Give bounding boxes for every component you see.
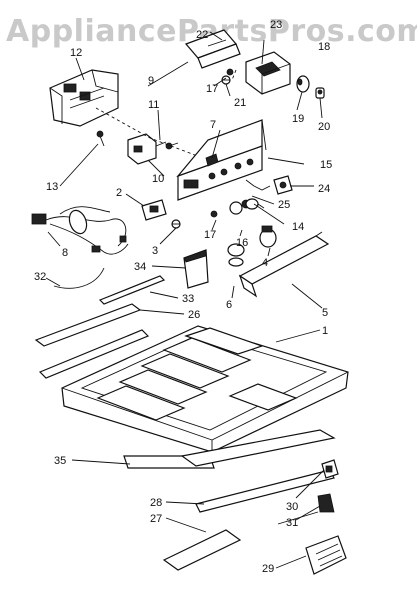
part-15-control-panel (176, 119, 267, 201)
callout-26: 26 (188, 309, 200, 321)
callout-4: 4 (262, 257, 268, 269)
callout-15: 15 (320, 159, 332, 171)
callout-7: 7 (210, 119, 216, 131)
callout-23: 23 (270, 19, 282, 31)
part-4-bulb (259, 225, 277, 248)
callout-11: 11 (148, 99, 159, 111)
callout-3: 3 (152, 245, 158, 257)
callout-13: 13 (46, 181, 58, 193)
callout-25: 25 (278, 199, 290, 211)
frame-slots (96, 327, 298, 421)
part-27-panel (162, 529, 242, 571)
callout-24: 24 (318, 183, 330, 195)
callout-30: 30 (286, 501, 298, 513)
part-17-screw-mid (210, 210, 218, 218)
callout-21: 21 (234, 97, 246, 109)
part-18-switch (245, 51, 291, 95)
part-5-trim-bar (238, 231, 330, 298)
callout-18: 18 (318, 41, 330, 53)
callout-32: 32 (34, 271, 46, 283)
callout-1: 1 (322, 325, 328, 337)
part-10-relay (127, 133, 167, 165)
callout-35: 35 (54, 455, 66, 467)
callout-20: 20 (318, 121, 330, 133)
callout-28: 28 (150, 497, 162, 509)
part-13-screw (96, 130, 105, 147)
callout-17-mid: 17 (204, 229, 216, 241)
part-6-lamp-cover (228, 257, 244, 267)
callout-12: 12 (70, 47, 82, 59)
leader-lines (45, 31, 325, 569)
callout-17-top: 17 (206, 83, 218, 95)
callout-19: 19 (292, 113, 304, 125)
part-31-clip (317, 493, 335, 513)
callout-9: 9 (148, 75, 154, 87)
callout-16: 16 (236, 237, 248, 249)
part-33-rail (98, 275, 166, 305)
part-28-bar (180, 429, 336, 513)
callout-10: 10 (152, 173, 164, 185)
callout-27: 27 (150, 513, 162, 525)
part-20-knob (315, 87, 325, 99)
part-1-base-frame (61, 325, 349, 453)
part-17-screw-top (226, 68, 234, 76)
callout-14: 14 (292, 221, 304, 233)
callout-8: 8 (62, 247, 68, 259)
part-3-screw (171, 219, 181, 229)
callout-33: 33 (182, 293, 194, 305)
part-12-housing (49, 69, 119, 127)
part-2-switch-plate (141, 199, 167, 221)
part-30-clip (321, 459, 339, 479)
part-29-grille (305, 535, 347, 575)
part-22-23-bracket (184, 29, 241, 69)
part-24-socket (273, 175, 293, 195)
callout-34: 34 (134, 261, 146, 273)
part-8-wiring-harness (31, 206, 129, 255)
callout-29: 29 (262, 563, 274, 575)
part-32-tube (53, 267, 105, 289)
part-19-knob (296, 75, 310, 93)
callout-5: 5 (322, 307, 328, 319)
part-16-socket (227, 201, 245, 257)
callout-2: 2 (116, 187, 122, 199)
part-14-lamp-holder (245, 198, 265, 210)
part-34-bracket (183, 249, 209, 289)
callout-31: 31 (286, 517, 298, 529)
part-26-rail (34, 303, 150, 379)
callout-22: 22 (196, 29, 208, 41)
callout-labels: 12 22 23 18 9 17 21 19 20 11 7 10 13 15 … (34, 19, 332, 575)
callout-6: 6 (226, 299, 232, 311)
